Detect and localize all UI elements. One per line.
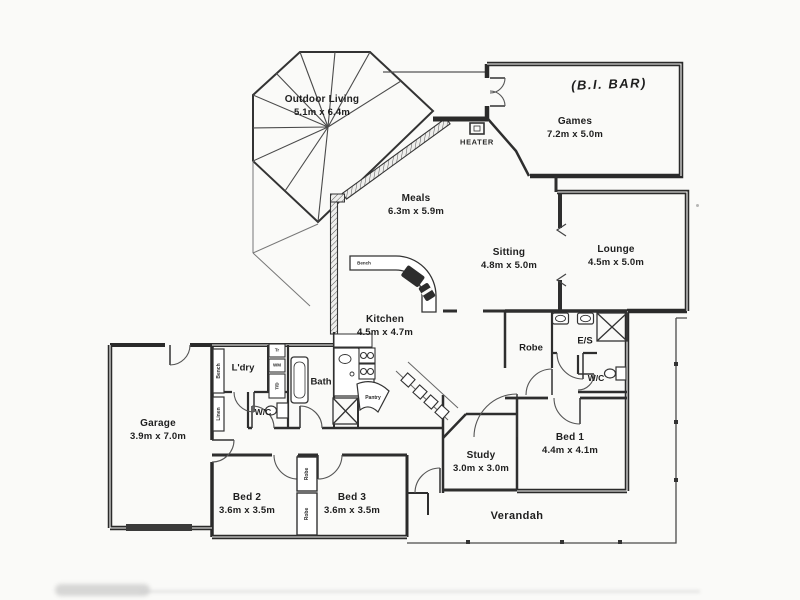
toilet-left-icon xyxy=(264,402,289,419)
laundry-appliance-icons xyxy=(268,343,286,399)
heater-icon xyxy=(469,122,485,135)
bench-linen-cupboards xyxy=(212,348,225,432)
paving-edge xyxy=(252,161,319,307)
hob-icon xyxy=(358,347,376,380)
doors xyxy=(169,77,595,494)
heater-label: HEATER xyxy=(460,137,494,147)
robe-label: Robe xyxy=(519,342,543,354)
pantry-label: Pantry xyxy=(365,395,381,401)
washing-machine-label: WM xyxy=(273,362,281,368)
outdoor-living-octagon xyxy=(252,51,487,307)
toilet-right-icon xyxy=(603,366,627,381)
linen-label: Linen xyxy=(216,407,222,421)
glass-block-wall xyxy=(395,361,459,421)
fixtures xyxy=(126,122,628,536)
wc-right-label: W/C xyxy=(587,373,605,383)
opening-chevrons xyxy=(555,223,567,287)
trough-label: Tr xyxy=(274,347,280,353)
bath-label: Bath xyxy=(310,376,332,388)
wc-left-label: W/C xyxy=(254,407,272,417)
robe-cupboards xyxy=(296,456,318,536)
shower-ensuite-icon xyxy=(596,312,628,342)
bath-icon xyxy=(290,356,309,404)
basin-icons xyxy=(551,312,595,325)
cooktop-icon xyxy=(401,265,436,301)
verandah-posts xyxy=(466,362,678,544)
verandah-boundary xyxy=(407,317,687,544)
robe-bed3-label: Robe xyxy=(304,507,310,521)
bench-island-label: Bench xyxy=(357,260,371,266)
door-leaves xyxy=(169,77,594,493)
bi-bar-annotation: (B.I. BAR) xyxy=(570,75,648,93)
laundry-label: L'dry xyxy=(231,362,255,374)
verandah-label: Verandah xyxy=(490,510,544,522)
robe-bed2-label: Robe xyxy=(304,467,310,481)
garage-door xyxy=(126,524,192,531)
ensuite-label: E/S xyxy=(577,335,593,347)
bench-tall-label: Bench xyxy=(216,363,222,379)
pantry-shape xyxy=(356,381,390,414)
roof-rays xyxy=(252,51,402,223)
door-swings xyxy=(169,77,595,494)
shower-bath-icon xyxy=(332,397,359,425)
dryer-label: T/D xyxy=(274,382,280,390)
